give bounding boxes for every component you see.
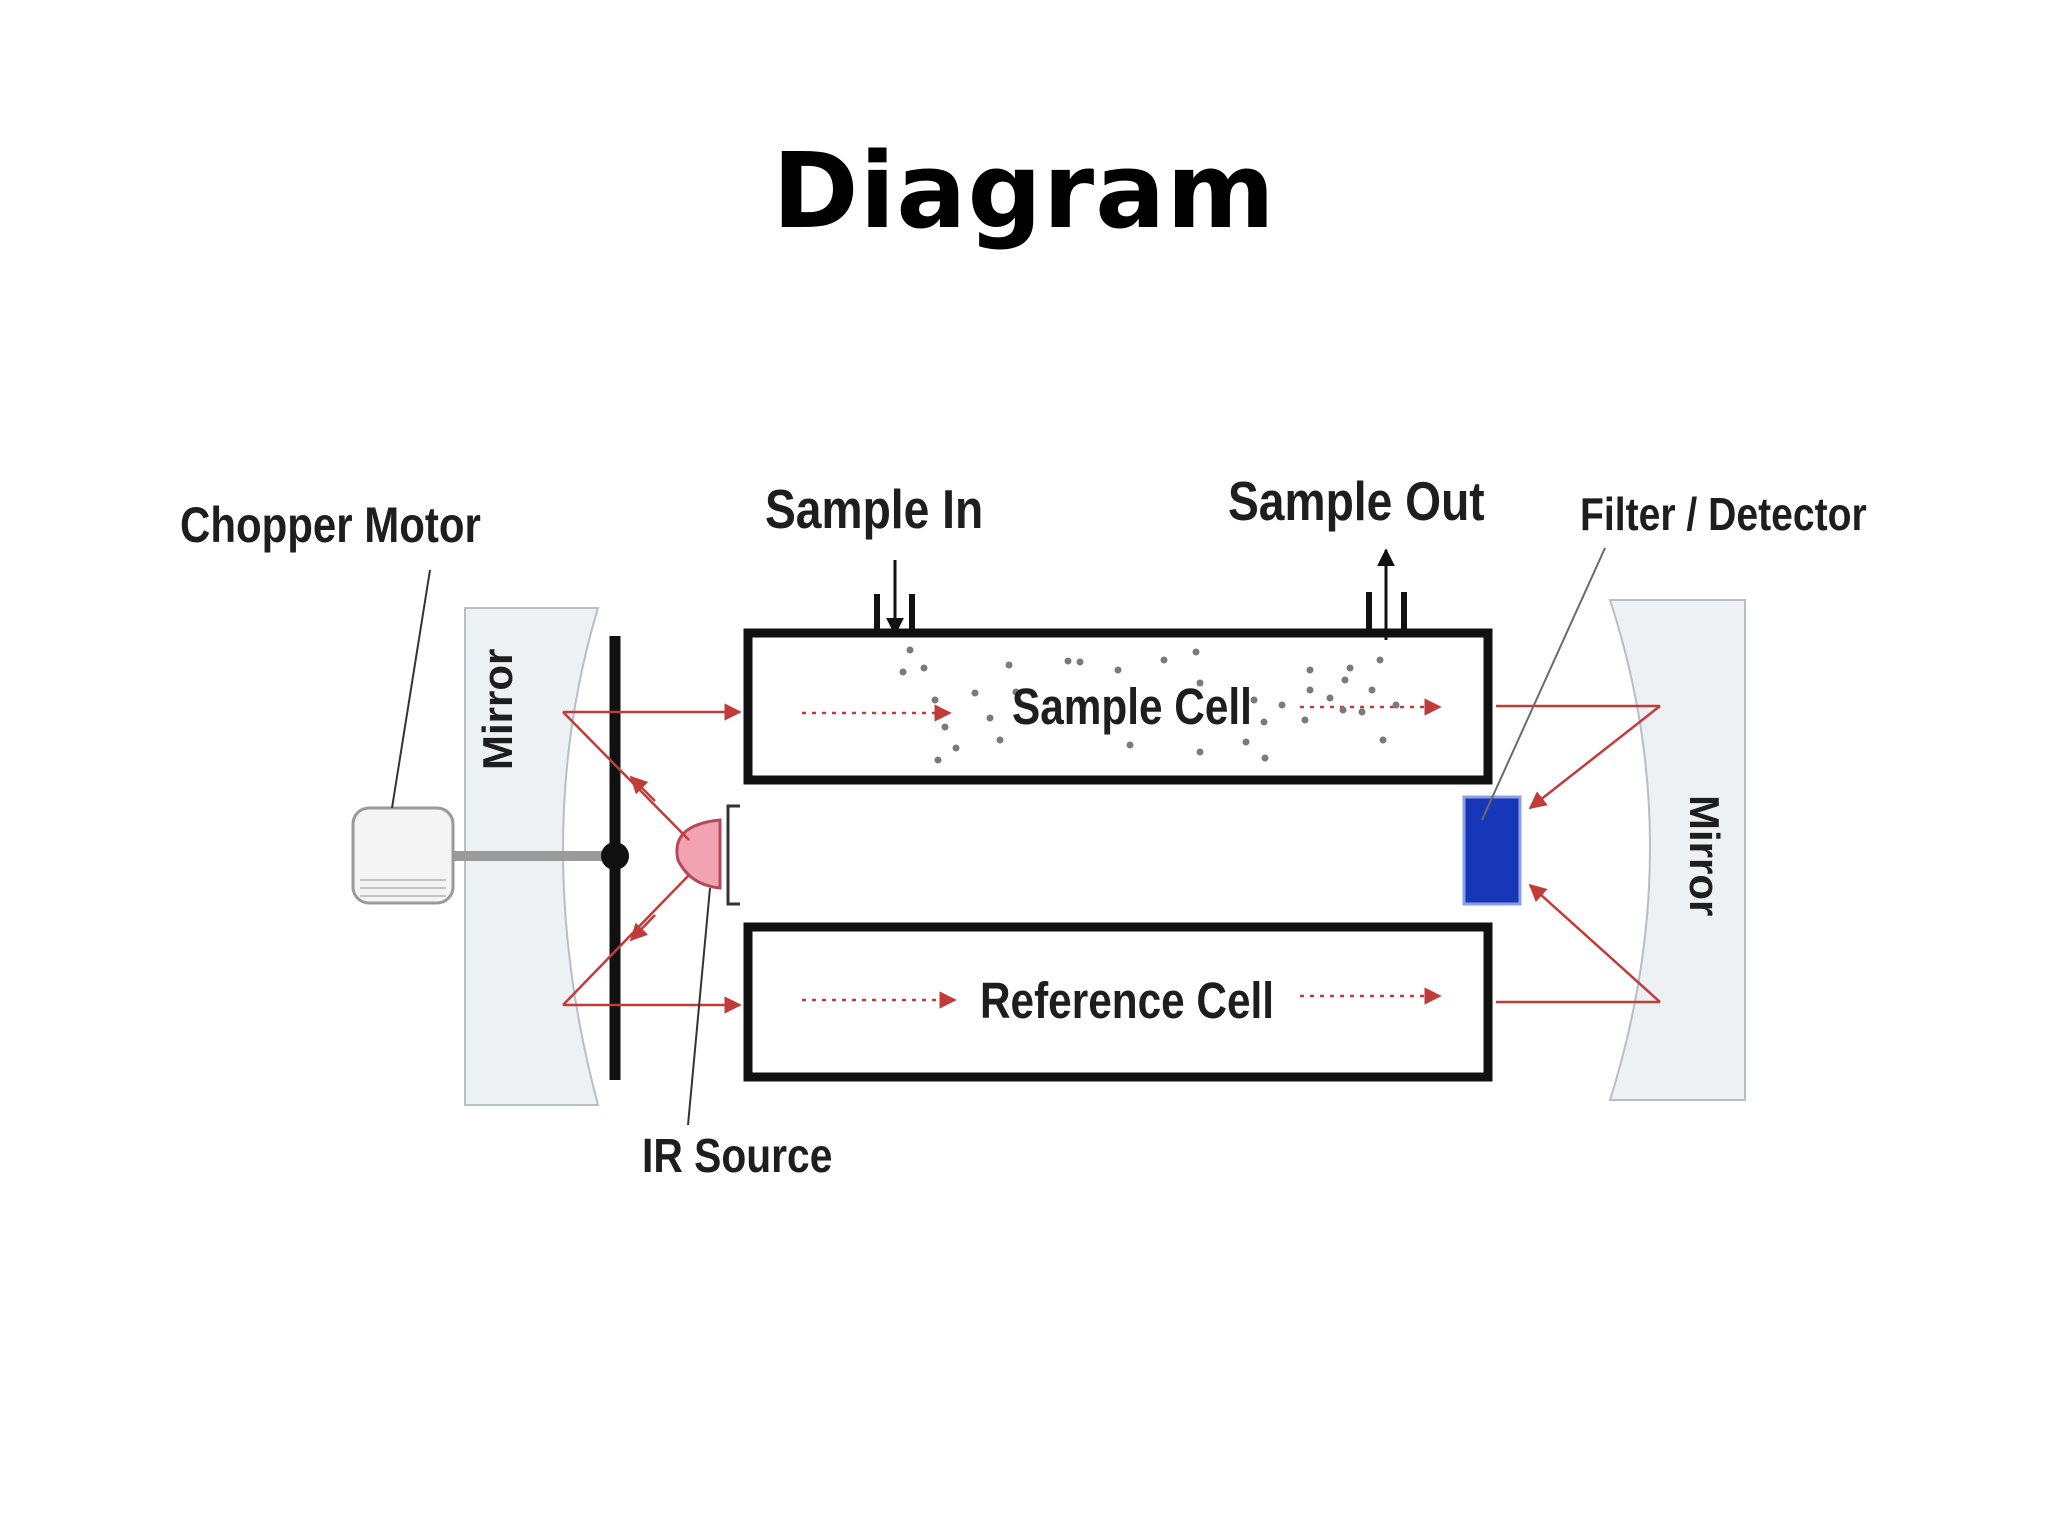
sample-in-port — [874, 594, 915, 633]
sample-out-label: Sample Out — [1228, 470, 1485, 532]
beam-arrow-chopper-up — [629, 775, 656, 802]
sample-cell — [743, 628, 1493, 785]
sample-particles — [899, 646, 1400, 764]
reference-cell-label: Reference Cell — [980, 972, 1274, 1029]
beam-paths — [562, 703, 1661, 1014]
sample-cell-label: Sample Cell — [1012, 678, 1252, 735]
ir-source-leader — [687, 887, 711, 1126]
right-mirror — [1608, 599, 1746, 1101]
ir-source-bracket — [726, 804, 740, 906]
dotted-beams — [802, 698, 1442, 1009]
chopper-motor-label: Chopper Motor — [180, 497, 481, 553]
chopper-hub — [601, 842, 629, 870]
chopper-motor-ridges — [360, 879, 446, 897]
ir-source-label: IR Source — [642, 1130, 832, 1183]
chopper-motor-leader — [391, 569, 431, 809]
filter-detector — [1462, 795, 1522, 906]
filter-detector-label: Filter / Detector — [1580, 489, 1867, 541]
right-mirror-label: Mirror — [1681, 795, 1728, 916]
reference-cell — [743, 922, 1493, 1082]
leader-lines — [391, 547, 1606, 1126]
slide-title: Diagram — [772, 130, 1276, 252]
chopper-shaft — [453, 851, 613, 861]
filter-detector-leader — [1481, 547, 1606, 821]
sample-out-port — [1366, 592, 1407, 633]
ir-source-emitter — [675, 818, 722, 890]
beam-arrow-chopper-down — [629, 914, 656, 942]
sample-in-label: Sample In — [765, 478, 983, 540]
left-mirror-label: Mirror — [474, 649, 521, 770]
